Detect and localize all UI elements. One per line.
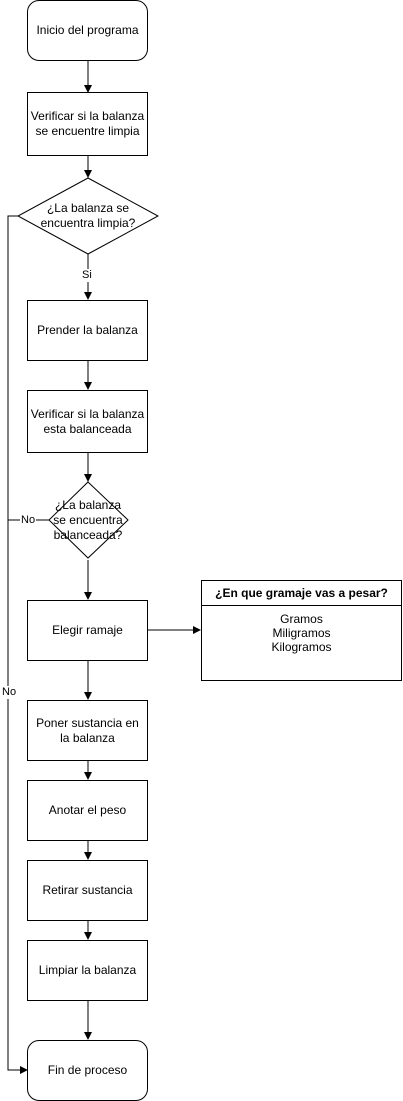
decision-clean-label: ¿La balanza se encuentra limpia?: [40, 201, 136, 230]
edge-label-no-balanced: No: [20, 514, 37, 527]
start-node: Inicio del programa: [27, 0, 148, 61]
start-node-label: Inicio del programa: [36, 23, 139, 37]
end-node: Fin de proceso: [27, 1040, 148, 1101]
units-item: Kilogramos: [271, 640, 332, 654]
turn-on-label: Prender la balanza: [37, 323, 138, 337]
put-substance-node: Poner sustancia en la balanza: [27, 700, 148, 761]
verify-clean-label: Verificar si la balanza se encuentre lim…: [30, 109, 145, 138]
units-box: ¿En que gramaje vas a pesar? Gramos Mili…: [201, 580, 402, 681]
units-item: Miligramos: [272, 626, 331, 640]
note-weight-label: Anotar el peso: [48, 803, 127, 817]
decision-balanced-label: ¿La balanza se encuentra balanceada?: [53, 497, 123, 542]
units-box-title: ¿En que gramaje vas a pesar?: [202, 581, 401, 606]
clean-label: Limpiar la balanza: [38, 963, 137, 977]
edge-label-yes: Si: [81, 269, 93, 282]
edge-label-no-clean: No: [1, 686, 18, 699]
choose-label: Elegir ramaje: [52, 623, 123, 637]
note-weight-node: Anotar el peso: [27, 780, 148, 841]
clean-node: Limpiar la balanza: [27, 940, 148, 1001]
choose-node: Elegir ramaje: [27, 600, 148, 661]
edge-decision-no-clean: [7, 215, 28, 1074]
verify-balanced-node: Verificar si la balanza esta balanceada: [27, 390, 148, 453]
remove-node: Retirar sustancia: [27, 860, 148, 921]
decision-clean-shape: [16, 177, 160, 255]
units-item: Gramos: [280, 612, 323, 626]
end-node-label: Fin de proceso: [47, 1063, 128, 1077]
remove-label: Retirar sustancia: [42, 883, 133, 897]
verify-balanced-label: Verificar si la balanza esta balanceada: [30, 406, 145, 436]
decision-balanced-shape: [48, 481, 129, 559]
verify-clean-node: Verificar si la balanza se encuentre lim…: [27, 92, 148, 156]
put-substance-label: Poner sustancia en la balanza: [36, 715, 139, 745]
turn-on-node: Prender la balanza: [27, 300, 148, 361]
